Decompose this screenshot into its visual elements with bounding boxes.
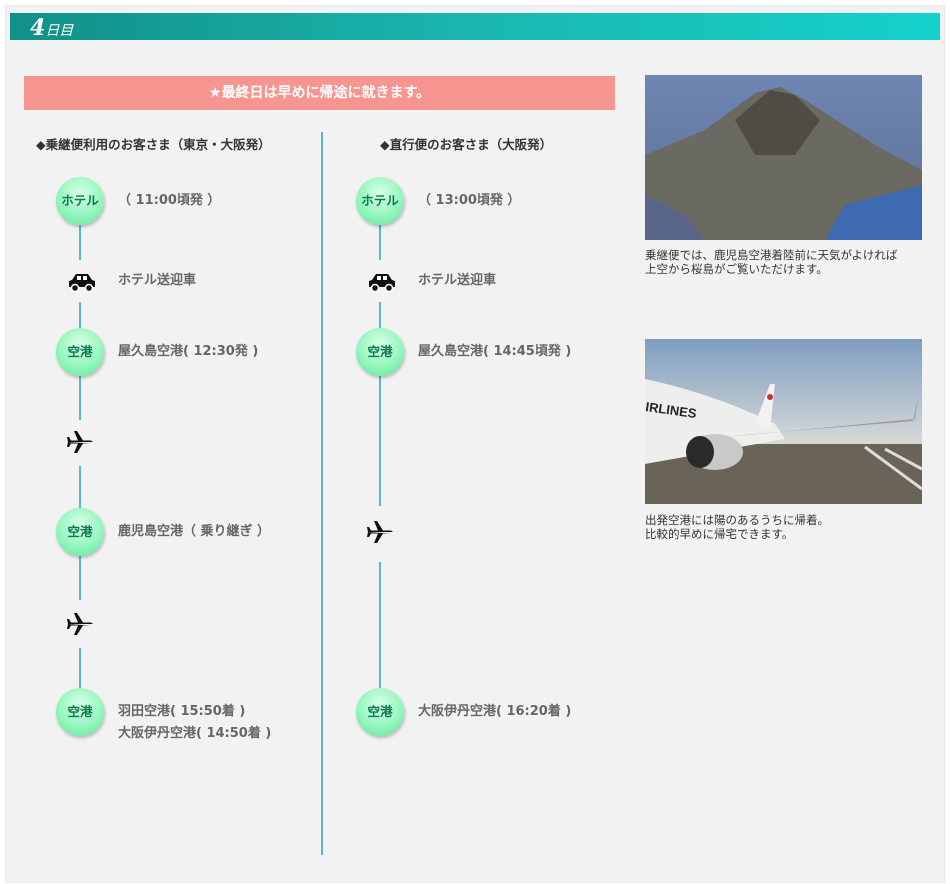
car-icon <box>369 274 395 293</box>
connector <box>79 648 81 690</box>
airplane-photo: IRLINES <box>645 339 922 504</box>
photo-caption: 乗継便では、鹿児島空港着陸前に天気がよければ上空から桜島がご覧いただけます。 <box>645 248 930 276</box>
airplane-icon <box>367 521 393 543</box>
airline-livery-text: IRLINES <box>645 399 698 421</box>
day-suffix: 日目 <box>45 23 74 39</box>
caption-line: 乗継便では、鹿児島空港着陸前に天気がよければ <box>645 248 898 262</box>
step-text: 屋久島空港( 12:30発 ) <box>118 344 259 359</box>
connector <box>379 376 381 506</box>
airplane-icon <box>67 613 93 635</box>
airport-badge: 空港 <box>56 688 104 736</box>
car-icon <box>69 274 95 293</box>
connector <box>379 562 381 688</box>
sakurajima-aerial-photo <box>645 75 922 240</box>
airport-badge: 空港 <box>356 328 404 376</box>
airport-badge: 空港 <box>356 688 404 736</box>
step-text: （ 13:00頃発 ） <box>418 193 521 208</box>
step-text: 鹿児島空港（ 乗り継ぎ ） <box>118 524 271 539</box>
airport-badge: 空港 <box>56 508 104 556</box>
step-text: 大阪伊丹空港( 16:20着 ) <box>418 704 572 719</box>
notice-banner: ★最終日は早めに帰途に就きます。 <box>24 76 615 110</box>
caption-line: 出発空港には陽のあるうちに帰着。 <box>645 513 829 527</box>
hotel-badge: ホテル <box>356 177 404 225</box>
step-text: （ 11:00頃発 ） <box>118 193 221 208</box>
airport-badge: 空港 <box>56 328 104 376</box>
connector <box>379 302 381 330</box>
connector <box>379 225 381 260</box>
photo-caption: 出発空港には陽のあるうちに帰着。比較的早めに帰宅できます。 <box>645 513 930 541</box>
step-text: ホテル送迎車 <box>418 273 497 288</box>
step-text: 屋久島空港( 14:45頃発 ) <box>418 344 572 359</box>
transfer-column-title: ◆乗継便利用のお客さま（東京・大阪発） <box>36 137 271 152</box>
caption-line: 比較的早めに帰宅できます。 <box>645 527 794 541</box>
airplane-icon <box>67 431 93 453</box>
connector <box>79 556 81 600</box>
column-divider <box>321 132 323 855</box>
day-number: 4 <box>30 15 46 41</box>
step-text: 大阪伊丹空港( 14:50着 ) <box>118 726 272 741</box>
hotel-badge: ホテル <box>56 177 104 225</box>
day-header: 4日目 <box>10 13 940 41</box>
connector <box>79 466 81 510</box>
connector <box>79 376 81 420</box>
caption-line: 上空から桜島がご覧いただけます。 <box>645 262 828 276</box>
direct-column-title: ◆直行便のお客さま（大阪発） <box>380 137 553 152</box>
connector <box>79 302 81 330</box>
step-text: ホテル送迎車 <box>118 273 197 288</box>
step-text: 羽田空港( 15:50着 ) <box>118 704 246 719</box>
connector <box>79 225 81 260</box>
